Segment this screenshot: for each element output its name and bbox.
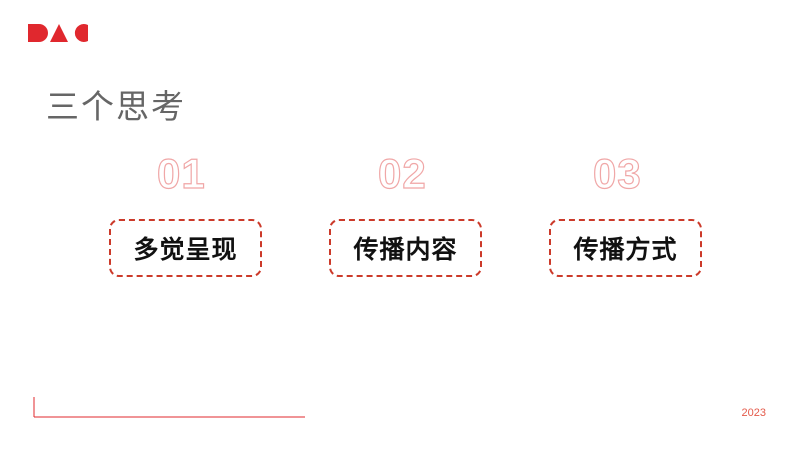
item-card-1: 多觉呈现 <box>109 219 262 277</box>
item-number-1: 01 <box>156 149 206 197</box>
item-number-3: 03 <box>592 149 642 197</box>
item-label-1: 多觉呈现 <box>133 235 238 264</box>
item-label-3: 传播方式 <box>573 235 678 264</box>
item-number-2: 02 <box>377 149 427 197</box>
dac-logo-icon <box>28 24 88 42</box>
footer-year: 2023 <box>741 407 766 419</box>
item-card-2: 传播内容 <box>329 219 482 277</box>
footer-divider <box>33 397 305 418</box>
item-label-2: 传播内容 <box>353 235 458 264</box>
page-title: 三个思考 <box>46 87 186 126</box>
item-card-3: 传播方式 <box>549 219 702 277</box>
